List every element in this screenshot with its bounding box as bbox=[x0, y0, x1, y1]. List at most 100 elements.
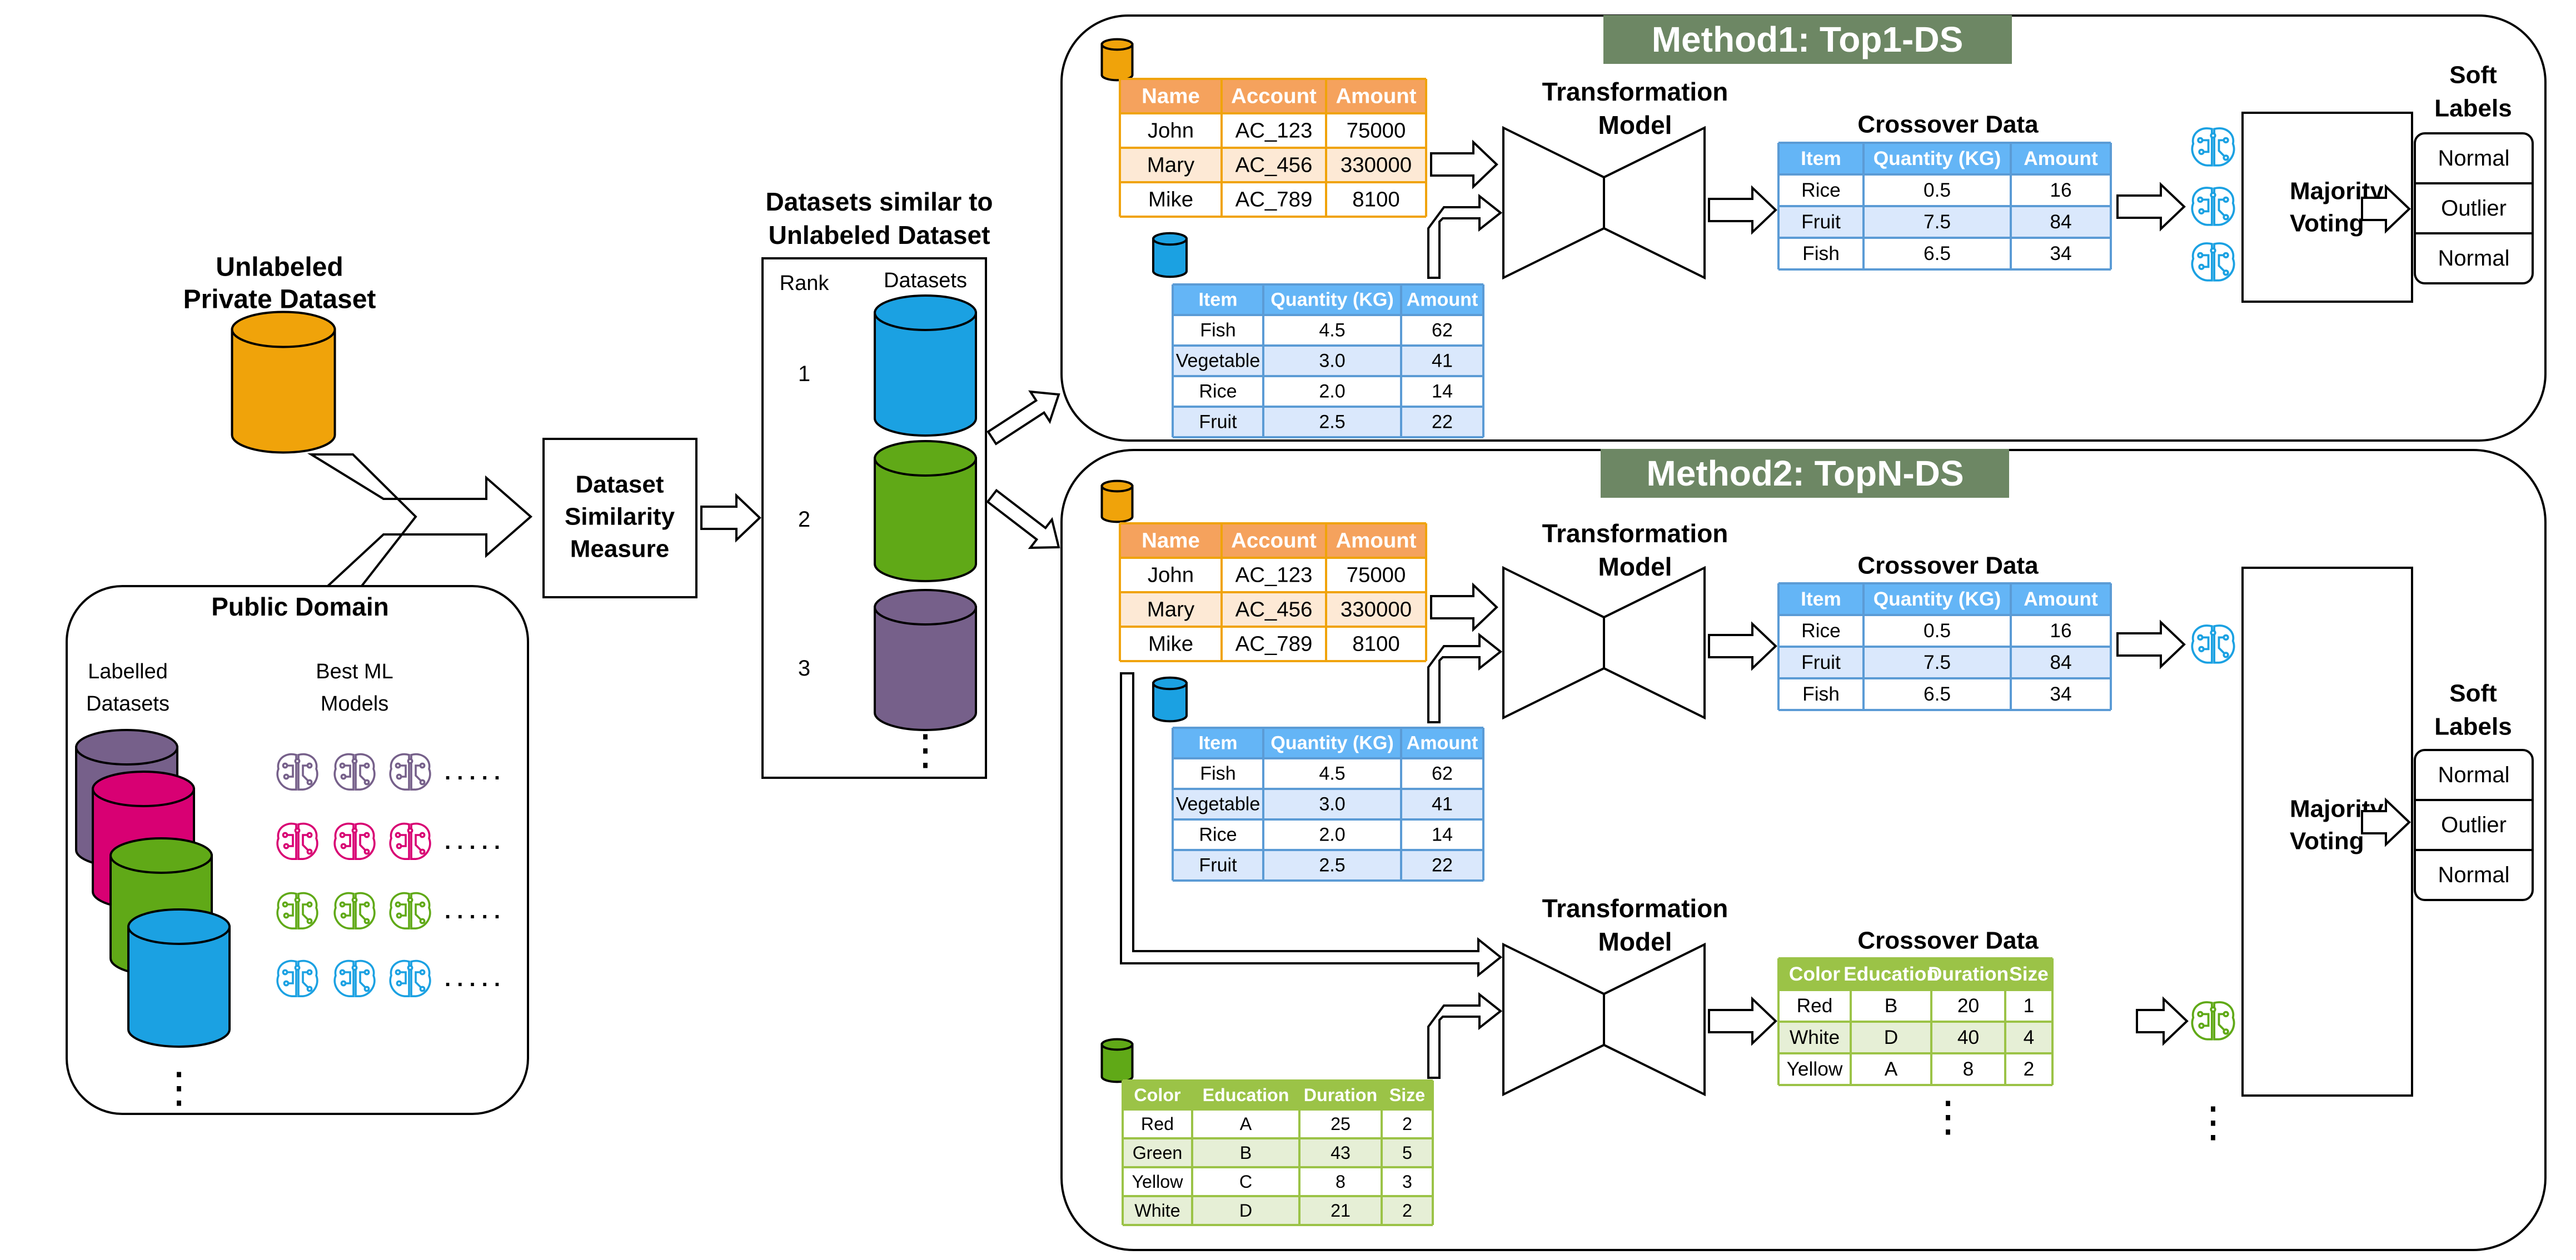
transformation-model-label: Model bbox=[1598, 111, 1672, 139]
table-cell: Mary bbox=[1147, 598, 1195, 622]
private-dataset-title: Private Dataset bbox=[183, 285, 376, 314]
cylinder-body bbox=[1152, 682, 1188, 723]
cylinder-body bbox=[874, 457, 977, 582]
table-header-cell: Account bbox=[1231, 529, 1317, 553]
table-cell: Vegetable bbox=[1176, 351, 1260, 372]
brain-left-lobe bbox=[333, 822, 355, 860]
rank-number: 3 bbox=[798, 656, 810, 681]
soft-label-item: Normal bbox=[2438, 146, 2510, 171]
brain-circuit bbox=[2199, 139, 2227, 159]
table-cell: 16 bbox=[2050, 179, 2071, 201]
brain-right-lobe bbox=[297, 822, 318, 860]
crossover-data-label: Crossover Data bbox=[1857, 111, 2039, 138]
brain-node bbox=[2223, 1011, 2229, 1018]
table-row bbox=[1778, 615, 2111, 647]
brain-circuit bbox=[341, 834, 368, 853]
private-to-transform-arrow bbox=[1430, 139, 1498, 189]
brain-node bbox=[2197, 137, 2204, 144]
brain-left-lobe bbox=[2191, 1001, 2213, 1041]
table-cell: 4.5 bbox=[1319, 763, 1345, 784]
table-cell: Mike bbox=[1148, 188, 1193, 212]
table-cell: 8 bbox=[1963, 1058, 1974, 1080]
table-cell: AC_123 bbox=[1235, 563, 1313, 587]
dataset-similarity-label: Similarity bbox=[565, 503, 675, 531]
soft-label-item: Normal bbox=[2438, 863, 2510, 887]
brain-circuit bbox=[397, 764, 423, 783]
similarity-to-ranking-arrow bbox=[700, 493, 761, 543]
brain-node bbox=[340, 773, 347, 780]
table-cell: Vegetable bbox=[1176, 794, 1260, 815]
table-cell: 43 bbox=[1331, 1143, 1351, 1163]
models-ellipsis: . . . . . bbox=[445, 760, 500, 784]
table-header-cell: Amount bbox=[1407, 733, 1478, 754]
brain-left-lobe bbox=[389, 822, 410, 860]
brain-left-lobe bbox=[333, 892, 355, 929]
table-cell: Mary bbox=[1147, 153, 1195, 177]
brain-left-lobe bbox=[2191, 187, 2213, 226]
cylinder-top bbox=[92, 771, 195, 807]
soft-label-item: Normal bbox=[2438, 246, 2510, 271]
datasets-header: Datasets bbox=[884, 269, 967, 292]
table-cell: A bbox=[1885, 1058, 1898, 1080]
brain-right-lobe bbox=[355, 959, 376, 997]
table-cell: Red bbox=[1141, 1114, 1174, 1134]
table-cell: Rice bbox=[1199, 824, 1237, 846]
table-header-cell: Amount bbox=[1336, 84, 1416, 108]
table-cell: 0.5 bbox=[1924, 620, 1951, 642]
cylinder-top bbox=[1100, 1038, 1134, 1051]
cylinder-top bbox=[75, 729, 178, 766]
rank-header: Rank bbox=[780, 272, 830, 295]
brain-node bbox=[407, 827, 413, 834]
brain-node bbox=[363, 969, 370, 976]
brain-left-lobe bbox=[2191, 127, 2213, 167]
brain-node bbox=[283, 773, 290, 780]
table-cell: A bbox=[1240, 1114, 1252, 1134]
table-row bbox=[1778, 990, 2052, 1022]
brain-node bbox=[396, 980, 402, 987]
table-cell: 2.0 bbox=[1319, 381, 1345, 402]
brain-node bbox=[419, 986, 426, 992]
table-header-cell: Item bbox=[1198, 733, 1237, 754]
brain-right-lobe bbox=[410, 959, 431, 997]
table-cell: 6.5 bbox=[1924, 243, 1951, 264]
table-cell: 2 bbox=[2024, 1058, 2035, 1080]
ranked-dataset-cylinder bbox=[874, 294, 977, 437]
brain-node bbox=[2197, 196, 2204, 203]
brain-node bbox=[294, 827, 301, 834]
table-cell: 16 bbox=[2050, 620, 2071, 642]
table-cell: Fruit bbox=[1199, 412, 1237, 433]
table-cell: Green bbox=[1133, 1143, 1183, 1163]
brain-left-lobe bbox=[276, 892, 297, 929]
table-cell: D bbox=[1884, 1027, 1899, 1048]
table-cell: 7.5 bbox=[1924, 211, 1951, 233]
brain-node bbox=[283, 912, 290, 919]
public-domain-title: Public Domain bbox=[211, 592, 388, 621]
brain-node bbox=[306, 969, 313, 976]
brain-right-lobe bbox=[2213, 1001, 2235, 1041]
table-cell: White bbox=[1790, 1027, 1840, 1048]
brain-icon bbox=[333, 753, 376, 791]
table-row bbox=[1778, 1053, 2052, 1085]
brain-circuit bbox=[2199, 1013, 2227, 1033]
best-ml-models-label: Best ML bbox=[316, 660, 393, 683]
brain-node bbox=[340, 843, 347, 849]
brain-node bbox=[419, 832, 426, 838]
method2-title: Method2: TopN-DS bbox=[1646, 453, 1964, 493]
cylinder-top bbox=[874, 440, 977, 477]
table-header-bg bbox=[1173, 284, 1483, 315]
public-to-transform-arrow bbox=[1427, 632, 1503, 723]
table-cell: 75000 bbox=[1347, 563, 1406, 587]
labelled-dataset-blue bbox=[127, 908, 231, 1048]
brain-node bbox=[419, 762, 426, 769]
brain-right-lobe bbox=[2213, 624, 2235, 664]
table-header-cell: Amount bbox=[2024, 148, 2098, 169]
table-header-cell: Size bbox=[2009, 963, 2049, 985]
brain-node bbox=[395, 969, 401, 976]
brain-left-lobe bbox=[276, 959, 297, 997]
table-cell: White bbox=[1134, 1201, 1180, 1221]
brain-node bbox=[294, 897, 301, 903]
table-header-cell: Item bbox=[1198, 289, 1237, 311]
brain-circuit bbox=[341, 903, 368, 922]
table-cell: 84 bbox=[2050, 211, 2071, 233]
